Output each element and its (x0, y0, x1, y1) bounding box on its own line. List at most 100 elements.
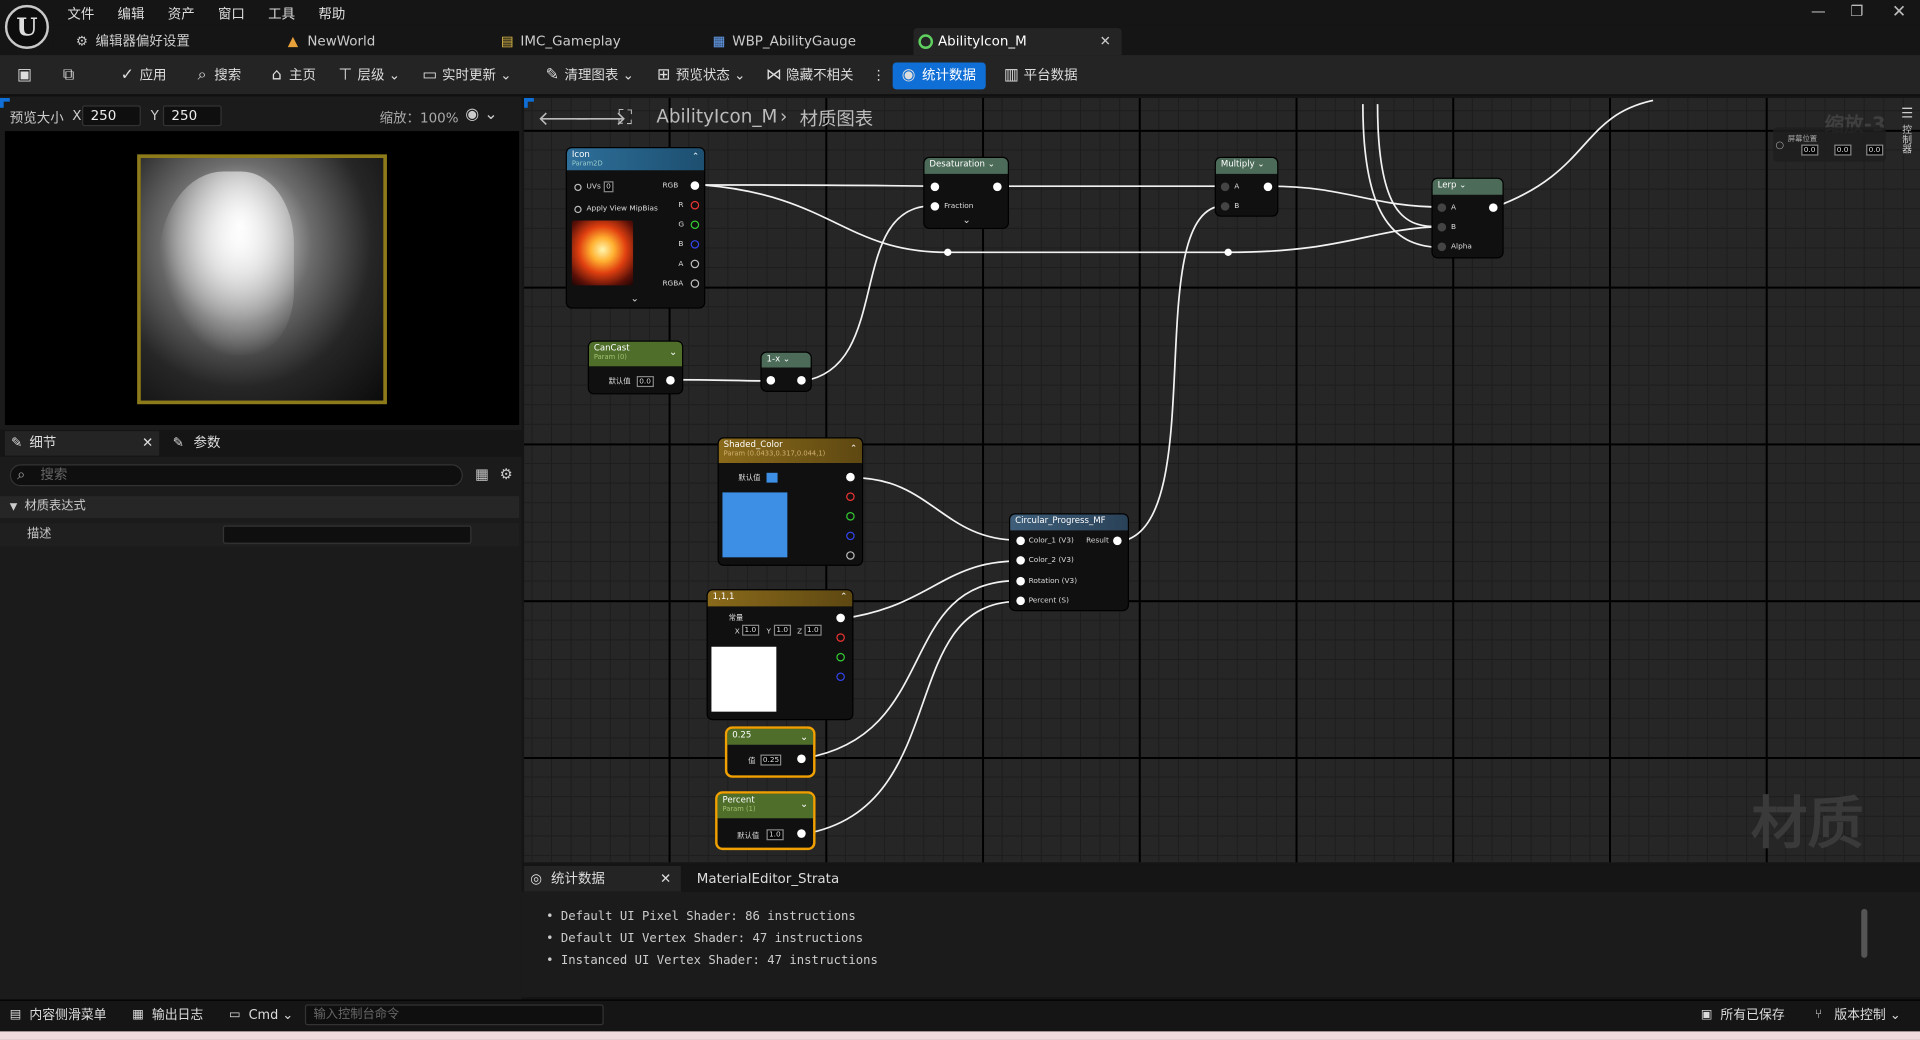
hide-unrelated-button[interactable]: ⋈隐藏不相关 (765, 66, 854, 85)
pin-percent-out[interactable] (797, 829, 806, 838)
node-constant-025[interactable]: 0.25 ⌄ 值 0.25 (727, 728, 814, 776)
gear-icon[interactable]: ⚙ (499, 465, 513, 483)
menu-tools[interactable]: 工具 (268, 6, 296, 23)
pin-mipbias[interactable] (574, 205, 582, 214)
node-desaturation[interactable]: Desaturation ⌄ Fraction ⌄ (924, 158, 1008, 228)
preview-x-input[interactable]: 250 (82, 105, 141, 127)
pin-shaded-a[interactable] (846, 551, 855, 560)
clean-graph-dropdown[interactable]: ✎清理图表 ⌄ (542, 64, 634, 88)
details-search-input[interactable]: 搜索 (9, 464, 463, 487)
node-lerp[interactable]: Lerp ⌄ A B Alpha (1432, 178, 1503, 258)
content-drawer-button[interactable]: ▤内容侧滑菜单 (10, 1006, 107, 1026)
node-icon-texture[interactable]: Icon Param2D ⌃ UVs 0 Apply View MipBias … (566, 148, 705, 308)
tab-materialeditor-strata[interactable]: MaterialEditor_Strata (696, 870, 840, 887)
pin-color2[interactable] (1016, 556, 1025, 565)
chevron-down-icon[interactable]: ⌄ (962, 214, 971, 226)
const-z[interactable]: 1.0 (804, 624, 822, 636)
node-cancast-param[interactable]: CanCast Param (0) ⌄ 默认值 0.0 (588, 341, 683, 394)
source-control-button[interactable]: ⑂版本控制 ⌄ (1815, 1006, 1901, 1026)
tab-newworld[interactable]: ▲ NewWorld (287, 33, 376, 49)
save-button[interactable]: ▣ (15, 64, 35, 88)
all-saved-button[interactable]: ▣所有已保存 (1701, 1006, 1785, 1026)
minimize-icon[interactable]: — (1811, 2, 1826, 20)
close-details-tab-icon[interactable]: ✕ (142, 434, 154, 451)
table-view-icon[interactable]: ▦ (475, 465, 489, 483)
eye-icon[interactable]: ◉ ⌄ (465, 105, 498, 124)
back-arrow-icon[interactable]: 🡐 (537, 106, 591, 130)
pin-a[interactable] (690, 259, 700, 269)
category-material-expression[interactable]: ▼ 材质表达式 (0, 496, 520, 519)
node-circular-progress-mf[interactable]: Circular_Progress_MF Color_1 (V3) Result… (1010, 514, 1128, 611)
tab-stats[interactable]: ◎ 统计数据 ✕ (524, 866, 681, 892)
home-button[interactable]: ⌂主页 (267, 64, 316, 88)
menu-edit[interactable]: 编辑 (117, 6, 145, 23)
pin-const-rgb[interactable] (836, 613, 845, 623)
breadcrumb-asset[interactable]: AbilityIcon_M (656, 105, 778, 128)
menu-asset[interactable]: 资产 (167, 6, 195, 23)
c025-value[interactable]: 0.25 (760, 754, 782, 766)
pin-desat-in[interactable] (930, 182, 940, 192)
uvs-value[interactable]: 0 (603, 181, 614, 193)
search-button[interactable]: ⌕搜索 (192, 64, 242, 88)
preview-y-input[interactable]: 250 (162, 105, 222, 127)
pin-mul-a[interactable] (1220, 182, 1230, 192)
platform-stats-button[interactable]: ▥平台数据 (1002, 64, 1078, 88)
menu-window[interactable]: 窗口 (217, 6, 245, 23)
stats-button[interactable]: ◉统计数据 (892, 62, 986, 90)
node-shaded-color-param[interactable]: Shaded_Color Param (0.0433,0.317,0.044,1… (718, 438, 863, 565)
pin-lerp-b[interactable] (1437, 222, 1447, 232)
browse-button[interactable]: ⧉ (59, 64, 79, 88)
collapse-icon[interactable]: ⌃ (691, 151, 700, 162)
pin-r[interactable] (690, 200, 700, 210)
pin-lerp-out[interactable] (1488, 203, 1498, 212)
chevron-down-icon[interactable]: ⌄ (799, 798, 809, 810)
collapse-icon[interactable]: ⌃ (840, 591, 848, 602)
tab-parameters[interactable]: ✎ 参数 (169, 431, 291, 455)
chevron-down-icon[interactable]: ⌄ (630, 292, 639, 304)
pin-uvs[interactable] (574, 183, 582, 192)
pin-b[interactable] (690, 240, 700, 249)
pin-oneminus-in[interactable] (766, 376, 776, 385)
menu-help[interactable]: 帮助 (318, 6, 346, 23)
preview-state-dropdown[interactable]: ⊞预览状态 ⌄ (654, 64, 745, 88)
pin-oneminus-out[interactable] (797, 376, 806, 385)
forward-arrow-icon[interactable]: 🡒 (574, 106, 627, 130)
pin-shaded-g[interactable] (846, 512, 855, 521)
more-options-icon[interactable]: ⋮ (871, 67, 886, 84)
node-percent-param[interactable]: Percent Param (1) ⌄ 默认值 1.0 (717, 793, 814, 848)
pin-mul-out[interactable] (1263, 182, 1273, 192)
live-update-dropdown[interactable]: ▭实时更新 ⌄ (420, 64, 511, 88)
pin-lerp-a[interactable] (1437, 203, 1447, 212)
pin-const-b[interactable] (836, 672, 845, 682)
pin-shaded-rgb[interactable] (846, 472, 855, 482)
pin-shaded-r[interactable] (846, 492, 855, 501)
details-side-tab[interactable]: ☰ 控制器 (1899, 105, 1916, 154)
pin-c025-out[interactable] (797, 754, 806, 764)
restore-icon[interactable]: ❐ (1850, 2, 1864, 20)
menu-file[interactable]: 文件 (67, 6, 95, 23)
pin-circular-result[interactable] (1113, 536, 1122, 546)
pin-g[interactable] (690, 220, 700, 230)
output-log-button[interactable]: ▦输出日志 (132, 1006, 203, 1026)
pin-lerp-alpha[interactable] (1437, 242, 1447, 252)
breadcrumb-graph[interactable]: 材质图表 (799, 107, 874, 130)
const-y[interactable]: 1.0 (773, 624, 791, 636)
pin-rgb[interactable] (690, 181, 700, 190)
node-multiply[interactable]: Multiply ⌄ A B (1215, 158, 1278, 216)
const-x[interactable]: 1.0 (742, 624, 759, 636)
description-input[interactable] (222, 525, 472, 544)
shaded-color-swatch[interactable] (766, 472, 778, 483)
apply-button[interactable]: ✓应用 (118, 64, 167, 88)
pin-mul-b[interactable] (1220, 202, 1230, 211)
pin-color1[interactable] (1016, 536, 1025, 546)
pin-rotation[interactable] (1016, 576, 1025, 586)
cmd-dropdown[interactable]: ▭Cmd ⌄ (229, 1006, 293, 1026)
pin-const-g[interactable] (836, 652, 845, 662)
tab-editor-preferences[interactable]: ⚙ 编辑器偏好设置 (75, 33, 190, 49)
stats-scrollbar[interactable] (1861, 908, 1868, 958)
tab-wbp-abilitygauge[interactable]: ▦ WBP_AbilityGauge (712, 33, 856, 49)
tab-details[interactable]: ✎ 细节 ✕ (4, 431, 160, 456)
pin-cancast-out[interactable] (666, 376, 675, 385)
pin-const-r[interactable] (836, 633, 845, 642)
